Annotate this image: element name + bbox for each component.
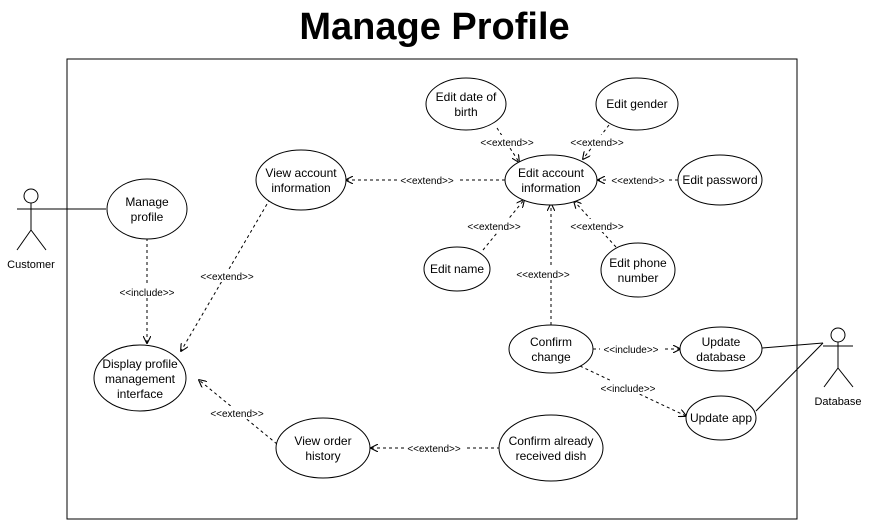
use-case-label: information [271, 181, 330, 195]
use-case-label: interface [117, 387, 163, 401]
use-case-label: View account [265, 166, 337, 180]
relation-labels: <<include>> <<extend>> <<extend>> <<exte… [116, 135, 668, 455]
use-case-label: Edit gender [606, 97, 667, 111]
use-case-label: change [531, 350, 571, 364]
actor-database-label: Database [814, 396, 861, 408]
extend-label: <<extend>> [467, 222, 521, 233]
extend-label: <<extend>> [570, 138, 624, 149]
svg-text:Update app: Update app [690, 411, 752, 425]
use-case-update-app[interactable]: Update app [685, 395, 757, 441]
use-case-label: Edit password [682, 173, 757, 187]
use-case-label: Edit account [518, 166, 585, 180]
use-case-edit-name[interactable]: Edit name [423, 246, 491, 292]
extend-line-gender-edit [583, 124, 610, 159]
use-case-label: number [618, 271, 659, 285]
use-case-label: database [696, 350, 746, 364]
include-label: <<include>> [119, 288, 174, 299]
svg-text:Edit gender: Edit gender [606, 97, 667, 111]
use-case-label: Edit phone [609, 256, 667, 270]
use-case-label: Confirm [530, 335, 572, 349]
include-label: <<include>> [600, 384, 655, 395]
extend-label: <<extend>> [516, 270, 570, 281]
actor-database[interactable] [823, 327, 854, 388]
actor-head-icon [830, 327, 846, 343]
use-case-label: received dish [516, 449, 587, 463]
actor-customer-label: Customer [7, 259, 55, 271]
use-case-label: management [105, 372, 176, 386]
system-boundary [66, 58, 798, 520]
svg-text:Edit password: Edit password [682, 173, 757, 187]
use-case-label: Confirm already [509, 434, 594, 448]
extend-label: <<extend>> [570, 222, 624, 233]
use-case-label: Display profile [102, 357, 178, 371]
use-case-edit-password[interactable]: Edit password [677, 154, 763, 206]
use-case-label: Edit name [430, 262, 484, 276]
use-case-label: birth [454, 105, 477, 119]
association-lines [41, 208, 824, 412]
actor-head-icon [23, 188, 39, 204]
use-case-label: Update [702, 335, 741, 349]
use-case-label: information [521, 181, 580, 195]
use-case-label: Edit date of [436, 90, 497, 104]
extend-label: <<extend>> [200, 272, 254, 283]
use-case-label: history [305, 449, 340, 463]
extend-label: <<extend>> [400, 176, 454, 187]
extend-label: <<extend>> [480, 138, 534, 149]
svg-text:Edit name: Edit name [430, 262, 484, 276]
include-line-confirm-update-app [579, 365, 686, 416]
include-label: <<include>> [603, 345, 658, 356]
extend-label: <<extend>> [611, 176, 665, 187]
extend-label: <<extend>> [210, 409, 264, 420]
use-case-label: Update app [690, 411, 752, 425]
diagram-title: Manage Profile [299, 6, 570, 48]
use-case-label: Manage [125, 195, 169, 209]
use-case-label: View order [294, 434, 351, 448]
extend-label: <<extend>> [407, 444, 461, 455]
extend-line-view-account-display [181, 198, 271, 351]
use-case-label: profile [131, 210, 164, 224]
use-case-edit-gender[interactable]: Edit gender [595, 77, 679, 131]
actor-customer[interactable] [16, 188, 47, 251]
